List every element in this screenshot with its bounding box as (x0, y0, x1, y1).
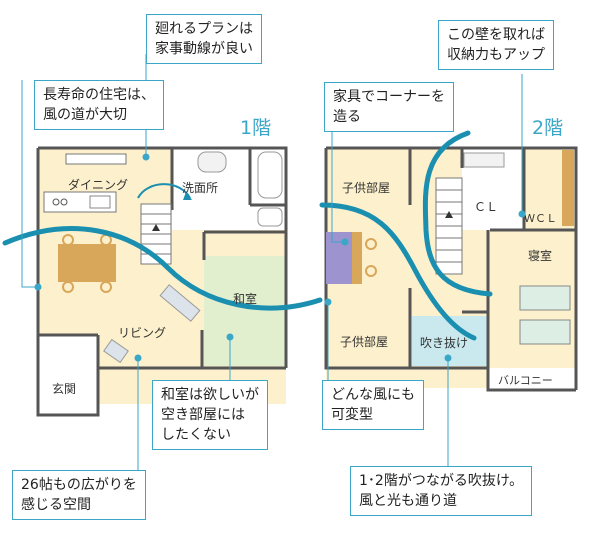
callout-line: 廻れるプランは (155, 21, 253, 37)
callout-line: 家具でコーナーを (333, 89, 445, 105)
floor2-washbasin-icon (463, 152, 505, 168)
floor2-stairs (435, 177, 463, 275)
stove-burner-icon (52, 198, 60, 206)
callout-line: 長寿命の住宅は、 (43, 87, 155, 103)
floor2-wind-path-upper (422, 130, 493, 297)
stairs-up-arrow-icon (152, 224, 160, 231)
callout-furniture-corner: 家具でコーナーを 造る (324, 82, 454, 132)
chair-icon (365, 265, 377, 277)
callout-wall-storage: この壁を取れば 収納力もアップ (438, 20, 554, 70)
callout-leader-lines (21, 54, 523, 470)
callout-line: 家事動線が良い (155, 41, 253, 57)
floor1-entrance-floor (38, 335, 98, 415)
room-label-balcony: バルコニー (498, 374, 553, 387)
chair-icon (100, 281, 112, 293)
callout-line: 造る (333, 109, 361, 125)
dining-shelf (65, 153, 127, 165)
callout-line: 感じる空間 (21, 497, 91, 513)
bed-top (519, 285, 571, 311)
callout-line: この壁を取れば (447, 27, 545, 43)
room-label-kids-bottom: 子供部屋 (340, 334, 388, 349)
callout-leader-dots (34, 153, 526, 362)
living-sofa (159, 284, 201, 322)
circulation-arrow (137, 183, 191, 199)
kids-desk-bottom (326, 258, 352, 284)
bed-bottom (519, 319, 571, 345)
chair-icon (62, 281, 74, 293)
chair-icon (62, 234, 74, 246)
room-label-entrance: 玄関 (52, 381, 76, 396)
room-label-closet: ＣＬ (474, 200, 498, 214)
callout-line: 和室は欲しいが (161, 387, 259, 403)
callout-longevity: 長寿命の住宅は、 風の道が大切 (34, 80, 164, 130)
room-label-bedroom: 寝室 (528, 248, 552, 263)
washbasin-icon (197, 151, 227, 173)
room-label-kids-top: 子供部屋 (342, 180, 390, 195)
floor1-washitsu-floor (204, 256, 286, 366)
callout-line: したくない (161, 427, 231, 443)
room-label-washroom: 洗面所 (182, 181, 218, 195)
callout-line: 空き部屋には (161, 407, 245, 423)
wcl-shelf (562, 150, 574, 226)
floor1-walls (36, 146, 288, 417)
callout-space-26: 26帖もの広がりを 感じる空間 (12, 470, 146, 520)
toilet-icon (257, 207, 283, 227)
floor2-wind-path-lower (319, 202, 477, 341)
room-label-washitsu: 和室 (233, 291, 257, 306)
floor2-walls (324, 146, 578, 392)
room-label-living: リビング (118, 326, 166, 340)
kitchen-sink-icon (89, 195, 111, 209)
callout-washitsu: 和室は欲しいが 空き部屋には したくない (152, 380, 268, 450)
floor1-wind-path (2, 226, 323, 311)
callout-line: どんな風にも (331, 387, 415, 403)
callout-circulation: 廻れるプランは 家事動線が良い (146, 14, 262, 64)
callout-atrium: 1･2階がつながる吹抜け。 風と光も通り道 (350, 466, 533, 516)
bathtub-icon (257, 151, 283, 199)
circulation-arrowhead-icon (183, 192, 192, 200)
living-chair (103, 338, 129, 364)
room-label-atrium: 吹き抜け (420, 336, 468, 350)
stove-burner-icon (60, 198, 68, 206)
callout-line: 可変型 (331, 407, 373, 423)
kids-desk-top (326, 232, 352, 258)
floor1-label: 1階 (240, 117, 271, 139)
room-label-wcl: ＷＣＬ (524, 212, 557, 225)
callout-flexible: どんな風にも 可変型 (322, 380, 424, 430)
callout-line: 1･2階がつながる吹抜け。 (359, 473, 524, 489)
kids-partition-shelf (352, 232, 362, 284)
chair-icon (365, 238, 377, 250)
callout-line: 収納力もアップ (447, 47, 545, 63)
floor2-stairs-up-arrow-icon (445, 211, 453, 218)
dining-table (58, 244, 116, 282)
balcony-floor (488, 368, 576, 390)
room-label-dining: ダイニング (68, 177, 128, 192)
callout-line: 26帖もの広がりを (21, 477, 137, 493)
callout-line: 風と光も通り道 (359, 493, 457, 509)
floor2-label: 2階 (532, 117, 563, 139)
callout-line: 風の道が大切 (43, 107, 127, 123)
